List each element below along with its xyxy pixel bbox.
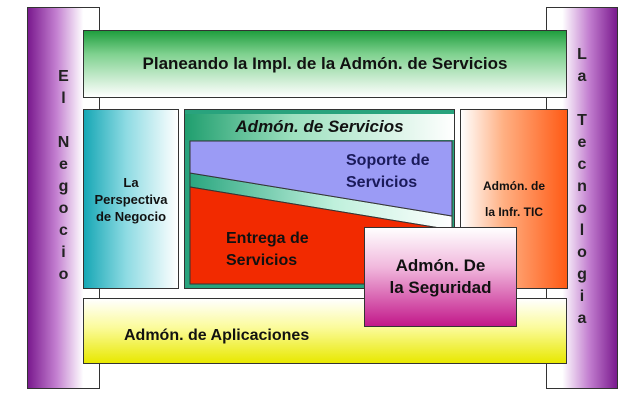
pillar-el-negocio-label: E l N e g o c i o xyxy=(57,68,70,283)
planning-band: Planeando la Impl. de la Admón. de Servi… xyxy=(83,30,567,98)
applications-band-label: Admón. de Aplicaciones xyxy=(124,327,310,344)
pillar-la-tecnologia-label: L a T e c n o l o g i a xyxy=(577,46,587,327)
security-management-label: Admón. De la Seguridad xyxy=(389,256,492,297)
service-management-title: Admón. de Servicios xyxy=(185,114,454,140)
security-management-box: Admón. De la Seguridad xyxy=(364,227,517,327)
service-support-label: Soporte de Servicios xyxy=(346,152,430,191)
planning-band-label: Planeando la Impl. de la Admón. de Servi… xyxy=(142,54,508,73)
business-perspective-label: La Perspectiva de Negocio xyxy=(94,174,168,224)
service-support-shape xyxy=(189,140,453,217)
service-delivery-label: Entrega de Servicios xyxy=(226,230,309,269)
business-perspective-box: La Perspectiva de Negocio xyxy=(83,109,179,289)
pillar-la-tecnologia: L a T e c n o l o g i a xyxy=(546,7,618,389)
ict-infrastructure-label: Admón. de la Infr. TIC xyxy=(483,179,545,219)
